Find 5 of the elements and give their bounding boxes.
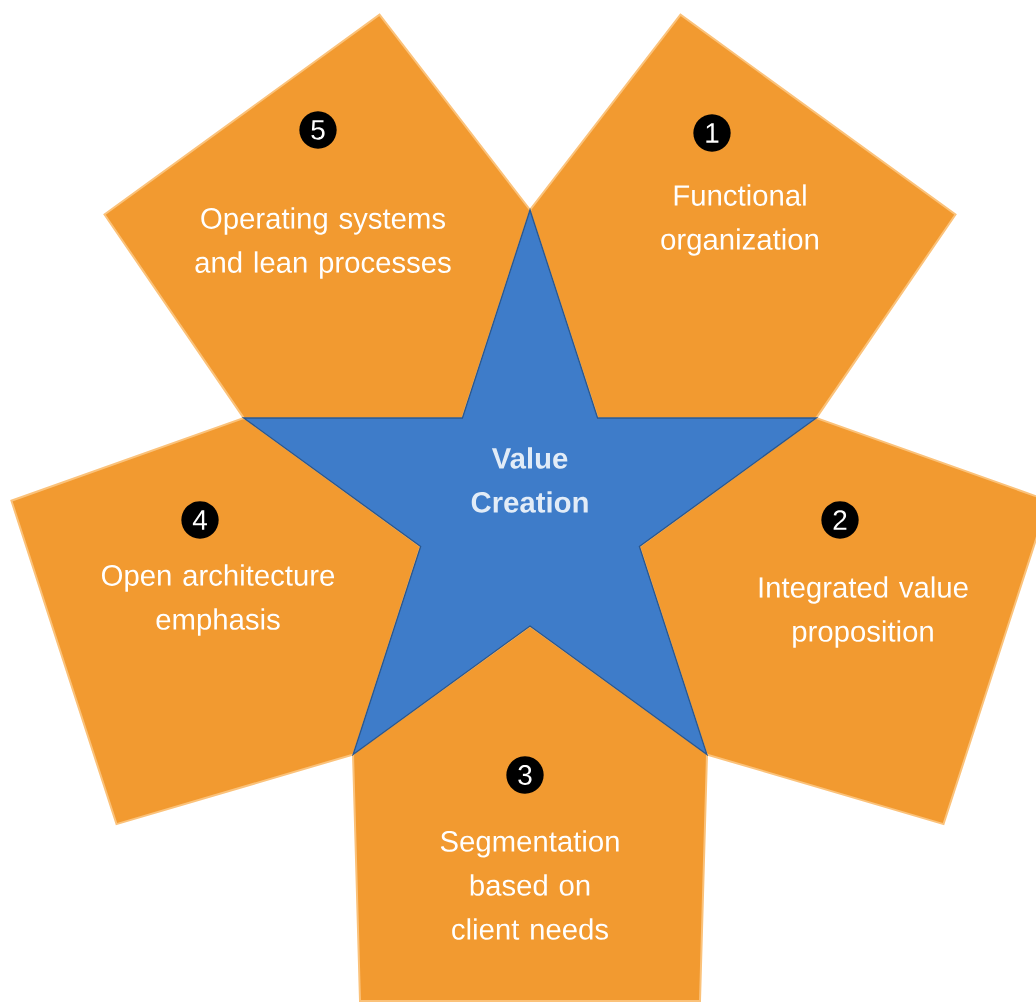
number-badge: 2: [821, 501, 859, 539]
number-badge: 4: [181, 501, 219, 539]
number-badge: 3: [506, 756, 544, 794]
number-badge: 1: [693, 114, 731, 152]
number-badge: 5: [299, 111, 337, 149]
